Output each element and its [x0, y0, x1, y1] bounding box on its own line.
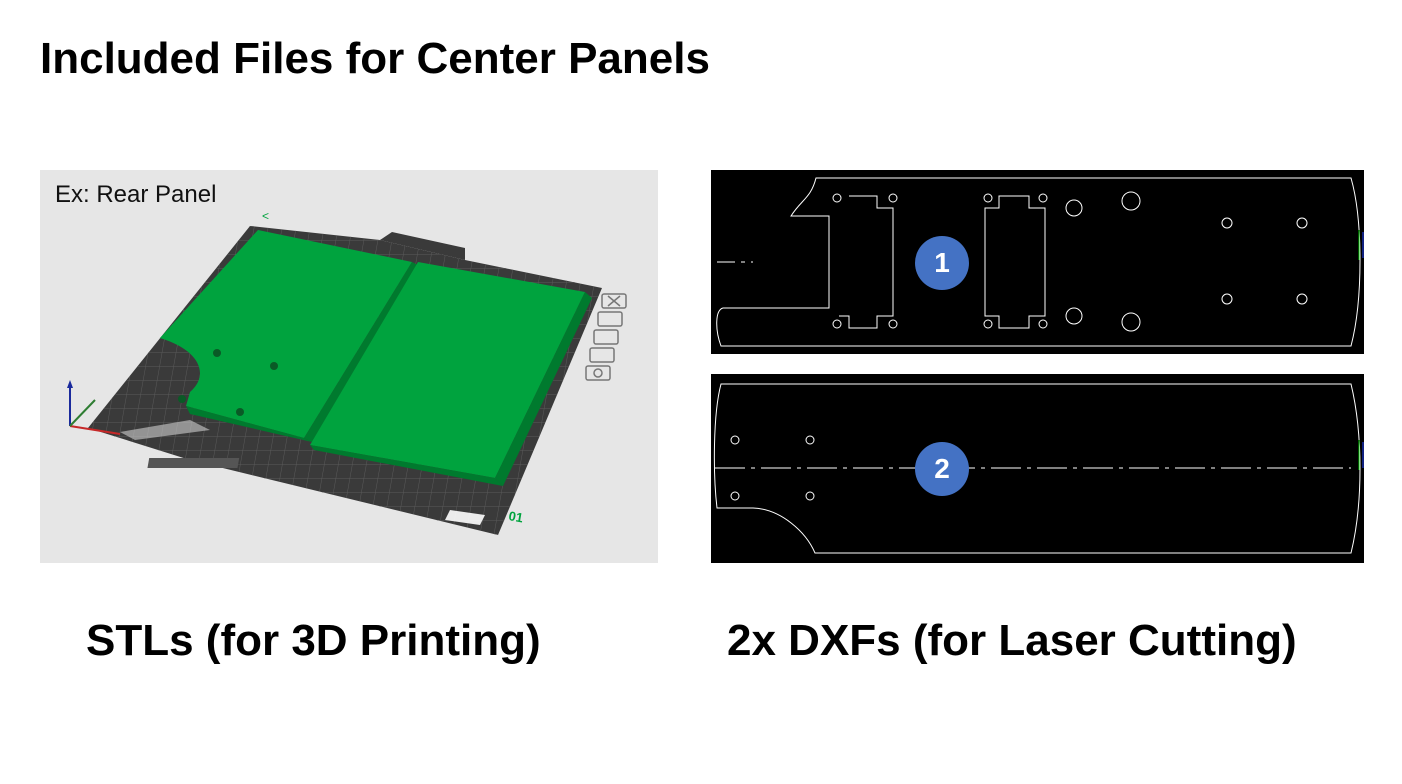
- drawing-2-badge: 2: [915, 442, 969, 496]
- slicer-toolbar: [585, 293, 627, 381]
- panel-outline: [713, 383, 1361, 554]
- folder-icon: [597, 311, 623, 327]
- dxf-drawing-1: 1: [711, 170, 1364, 354]
- stl-preview-image: < 01 Ex: Rear Panel: [40, 170, 658, 563]
- bed-mark-01: 01: [507, 508, 524, 525]
- rear-panel-part-right: [310, 262, 592, 486]
- lock-icon: [589, 347, 615, 363]
- cutout-left: [839, 195, 894, 329]
- print-bed-render: < 01: [67, 209, 627, 535]
- close-icon: [601, 293, 627, 309]
- cutout-middle: [984, 195, 1046, 329]
- example-label: Ex: Rear Panel: [55, 181, 217, 208]
- rear-panel-part-left: [160, 230, 420, 442]
- axis-gizmo: [67, 380, 121, 435]
- caption-stl: STLs (for 3D Printing): [86, 616, 541, 665]
- bed-mark-top: <: [262, 209, 269, 223]
- drawing-1-badge: 1: [915, 236, 969, 290]
- dxf-drawing-2: 2: [711, 374, 1364, 563]
- caption-dxf: 2x DXFs (for Laser Cutting): [727, 616, 1297, 665]
- panel-outline: [716, 177, 1361, 347]
- layers-icon: [593, 329, 619, 345]
- slide-title: Included Files for Center Panels: [40, 34, 710, 83]
- target-icon: [585, 365, 611, 381]
